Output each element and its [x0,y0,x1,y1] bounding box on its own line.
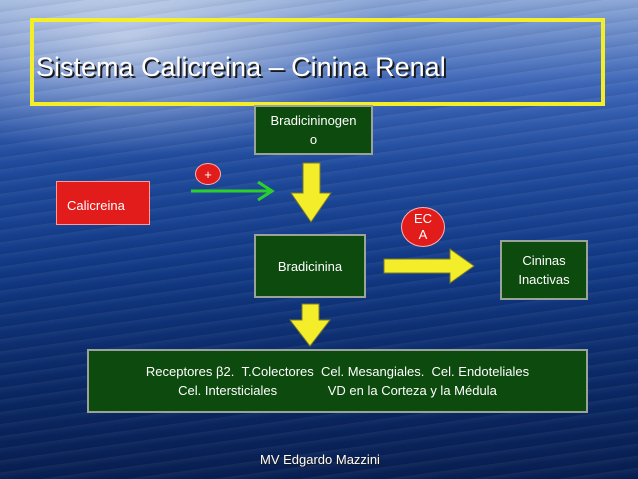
receptores-box: Receptores β2. T.Colectores Cel. Mesangi… [87,349,588,413]
receptores-line-2: Cel. Intersticiales VD en la Corteza y l… [178,383,497,398]
calicreina-box: Calicreina [56,181,150,225]
activation-connector-arrow [191,180,275,202]
down-arrow-to-bradicinina [290,162,332,223]
activation-plus-badge: + [195,163,221,185]
eca-badge: EC A [401,207,445,247]
receptores-line-1: Receptores β2. T.Colectores Cel. Mesangi… [145,364,530,379]
author-footer: MV Edgardo Mazzini [260,452,380,467]
down-arrow-to-receptores [288,303,332,347]
bradicininogeno-box: Bradicininogen o [254,105,373,155]
slide-title: Sistema Calicreina – Cinina Renal [36,52,446,82]
cininas-inactivas-box: Cininas Inactivas [500,240,588,300]
bradicinina-box: Bradicinina [254,234,366,298]
title-frame [30,18,605,106]
right-arrow-to-cininas [383,248,475,284]
